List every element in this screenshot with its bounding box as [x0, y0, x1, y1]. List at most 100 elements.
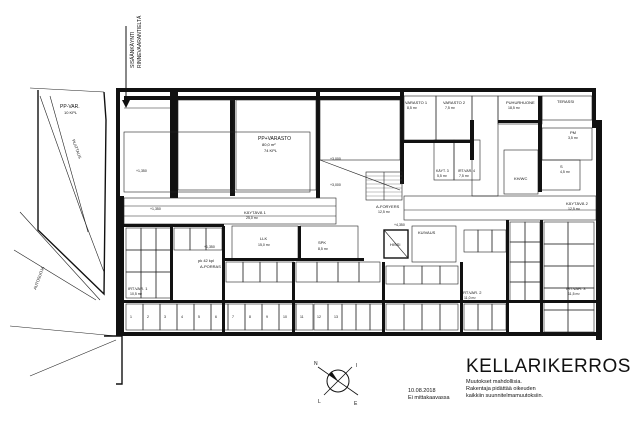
- irtvar3-name: IRT.VAR. 3: [566, 286, 586, 291]
- storage-cell: [337, 261, 360, 283]
- llk-area: 15,0 m²: [258, 243, 271, 247]
- svg-text:I: I: [356, 363, 357, 369]
- storage-cell: [140, 271, 157, 299]
- drying-name: KUIVAUS: [418, 230, 436, 235]
- corridor-2-name: KÄYTÄVÄ 2: [566, 201, 589, 206]
- storage-cell: [439, 265, 459, 285]
- scale-note: Ei mittakaavassa: [408, 395, 450, 401]
- storage-cell: [421, 265, 441, 285]
- svg-text:L: L: [318, 399, 321, 405]
- varasto1-area: 8,5 m²: [407, 106, 418, 110]
- corridor-1: [123, 197, 337, 225]
- storage-cell: [524, 281, 541, 303]
- corridor-2-area: 12,5 m²: [568, 207, 581, 211]
- storage-cell: [543, 309, 569, 333]
- storage-cell: [295, 303, 314, 331]
- storage-cell: [543, 287, 569, 311]
- plan-title: KELLARIKERROS: [466, 356, 631, 377]
- storage-cell: [244, 303, 263, 331]
- plan-date: 10.08.2018: [408, 388, 436, 394]
- storage-cell: [403, 265, 423, 285]
- elevator-name: HISSI: [390, 242, 400, 247]
- terassi-name: TERASSI: [557, 99, 574, 104]
- level-marker: +1,350: [136, 169, 147, 173]
- upper-right-rooms: [403, 95, 593, 197]
- garage-slot-label: PLATTAUS: [71, 139, 83, 160]
- storage-cell: [491, 229, 507, 253]
- svg-text:N: N: [314, 361, 318, 367]
- storage-cell: [261, 303, 280, 331]
- spk-name: SPK: [318, 240, 326, 245]
- garage-count: 10 KPL: [64, 110, 78, 115]
- storage-cell: [524, 221, 541, 243]
- drying-room: [411, 225, 457, 263]
- storage-cell: [140, 249, 157, 273]
- exterior-walls: [116, 88, 602, 340]
- storage-cell: [159, 303, 178, 331]
- parking-hall-name: PP+VARASTO: [258, 136, 291, 142]
- level-marker: +4,350: [394, 223, 405, 227]
- varasto2-name: VARASTO 2: [443, 100, 466, 105]
- storage-cell: [369, 303, 385, 331]
- pm-area: 3,5 m²: [568, 136, 579, 140]
- note-line: Muutokset mahdollisia.: [466, 379, 522, 385]
- storage-cell: [524, 261, 541, 283]
- storage-number: 10: [283, 315, 287, 319]
- staircase: [365, 171, 403, 201]
- storage-cell: [509, 281, 526, 303]
- note-line: kaikkiin suunnitelmamuutoksiin.: [466, 393, 544, 399]
- irtvar2-area: 11,0 m²: [464, 296, 476, 300]
- elevator: [383, 229, 409, 259]
- storage-cell: [225, 261, 244, 283]
- storage-cell: [509, 221, 526, 243]
- kayt3-area: 5,5 m²: [437, 174, 448, 178]
- storage-cell: [140, 227, 157, 251]
- sauna-name: S: [560, 164, 563, 169]
- storage-number: 11: [300, 315, 304, 319]
- level-marker: +1,350: [150, 207, 161, 211]
- storage-cell: [155, 227, 172, 251]
- storage-cell: [341, 303, 357, 331]
- storage-cell: [125, 303, 144, 331]
- irtvar3-area: 11,5 m²: [568, 292, 580, 296]
- irtvar4-area: 7,5 m²: [459, 174, 470, 178]
- storage-number: 12: [317, 315, 321, 319]
- storage-cell: [358, 261, 381, 283]
- storage-cell: [509, 241, 526, 263]
- storage-cell: [509, 261, 526, 283]
- storage-cell: [355, 303, 371, 331]
- storage-cell: [125, 249, 142, 273]
- storage-cell: [524, 241, 541, 263]
- spk-area: 8,5 m²: [318, 247, 329, 251]
- storage-number: 8: [249, 315, 251, 319]
- irtvar2-name: IRT.VAR. 2: [462, 290, 482, 295]
- storage-cell: [403, 303, 423, 331]
- storage-cell: [295, 261, 318, 283]
- note-line: Rakentaja pidättää oikeuden: [466, 386, 536, 392]
- pm-name: PM: [570, 130, 576, 135]
- parking-hall: [123, 99, 401, 193]
- corridor-1-name: KÄYTÄVÄ 1: [244, 210, 267, 215]
- storage-cell: [463, 303, 479, 331]
- auto-ramp-label: AUTOSUOJA: [32, 265, 45, 290]
- storage-number: 7: [232, 315, 234, 319]
- storage-cell: [543, 265, 569, 289]
- svg-text:E: E: [354, 401, 358, 407]
- parking-hall-count: 74 KPL: [264, 148, 278, 153]
- varasto2-area: 7,5 m²: [445, 106, 456, 110]
- storage-cell: [142, 303, 161, 331]
- level-marker: +3,000: [330, 157, 341, 161]
- corridor-2: [403, 195, 597, 221]
- irtvar1-area: 10,5 m²: [130, 292, 143, 296]
- entrance-arrow: [122, 26, 130, 108]
- storage-cell: [543, 221, 569, 245]
- storage-cell: [193, 303, 212, 331]
- storage-cell: [421, 303, 441, 331]
- kh-name: KH/WC: [514, 176, 527, 181]
- storage-cell: [567, 243, 595, 267]
- storage-cell: [155, 271, 172, 299]
- level-marker: +3,000: [330, 183, 341, 187]
- storage-cell: [316, 261, 339, 283]
